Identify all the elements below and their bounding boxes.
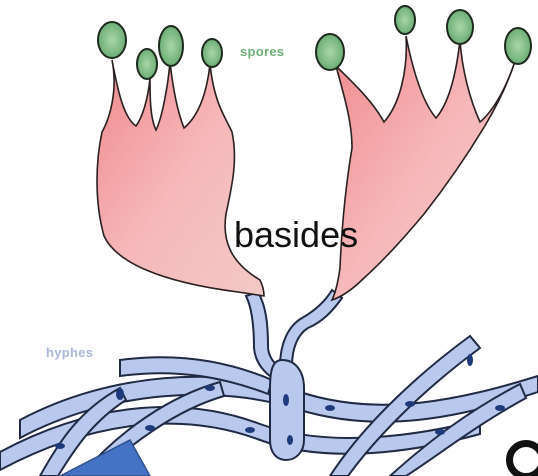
basidium-left [97,60,264,296]
spores-group [98,6,531,79]
hyphae-network [0,290,538,476]
hyphes-label: hyphes [46,345,93,360]
hypha-stalk [280,290,342,366]
spore [137,49,157,79]
spore [159,26,183,66]
spores-label: spores [240,44,284,59]
spore [98,22,126,58]
spore [202,39,222,67]
partial-letter-glyph [506,440,538,476]
basides-label: basides [234,214,358,256]
spore [447,10,473,44]
basidium-right [332,36,516,300]
hypha-stalk [270,360,304,460]
spore [316,34,344,70]
spore [395,6,415,34]
spore [505,28,531,64]
